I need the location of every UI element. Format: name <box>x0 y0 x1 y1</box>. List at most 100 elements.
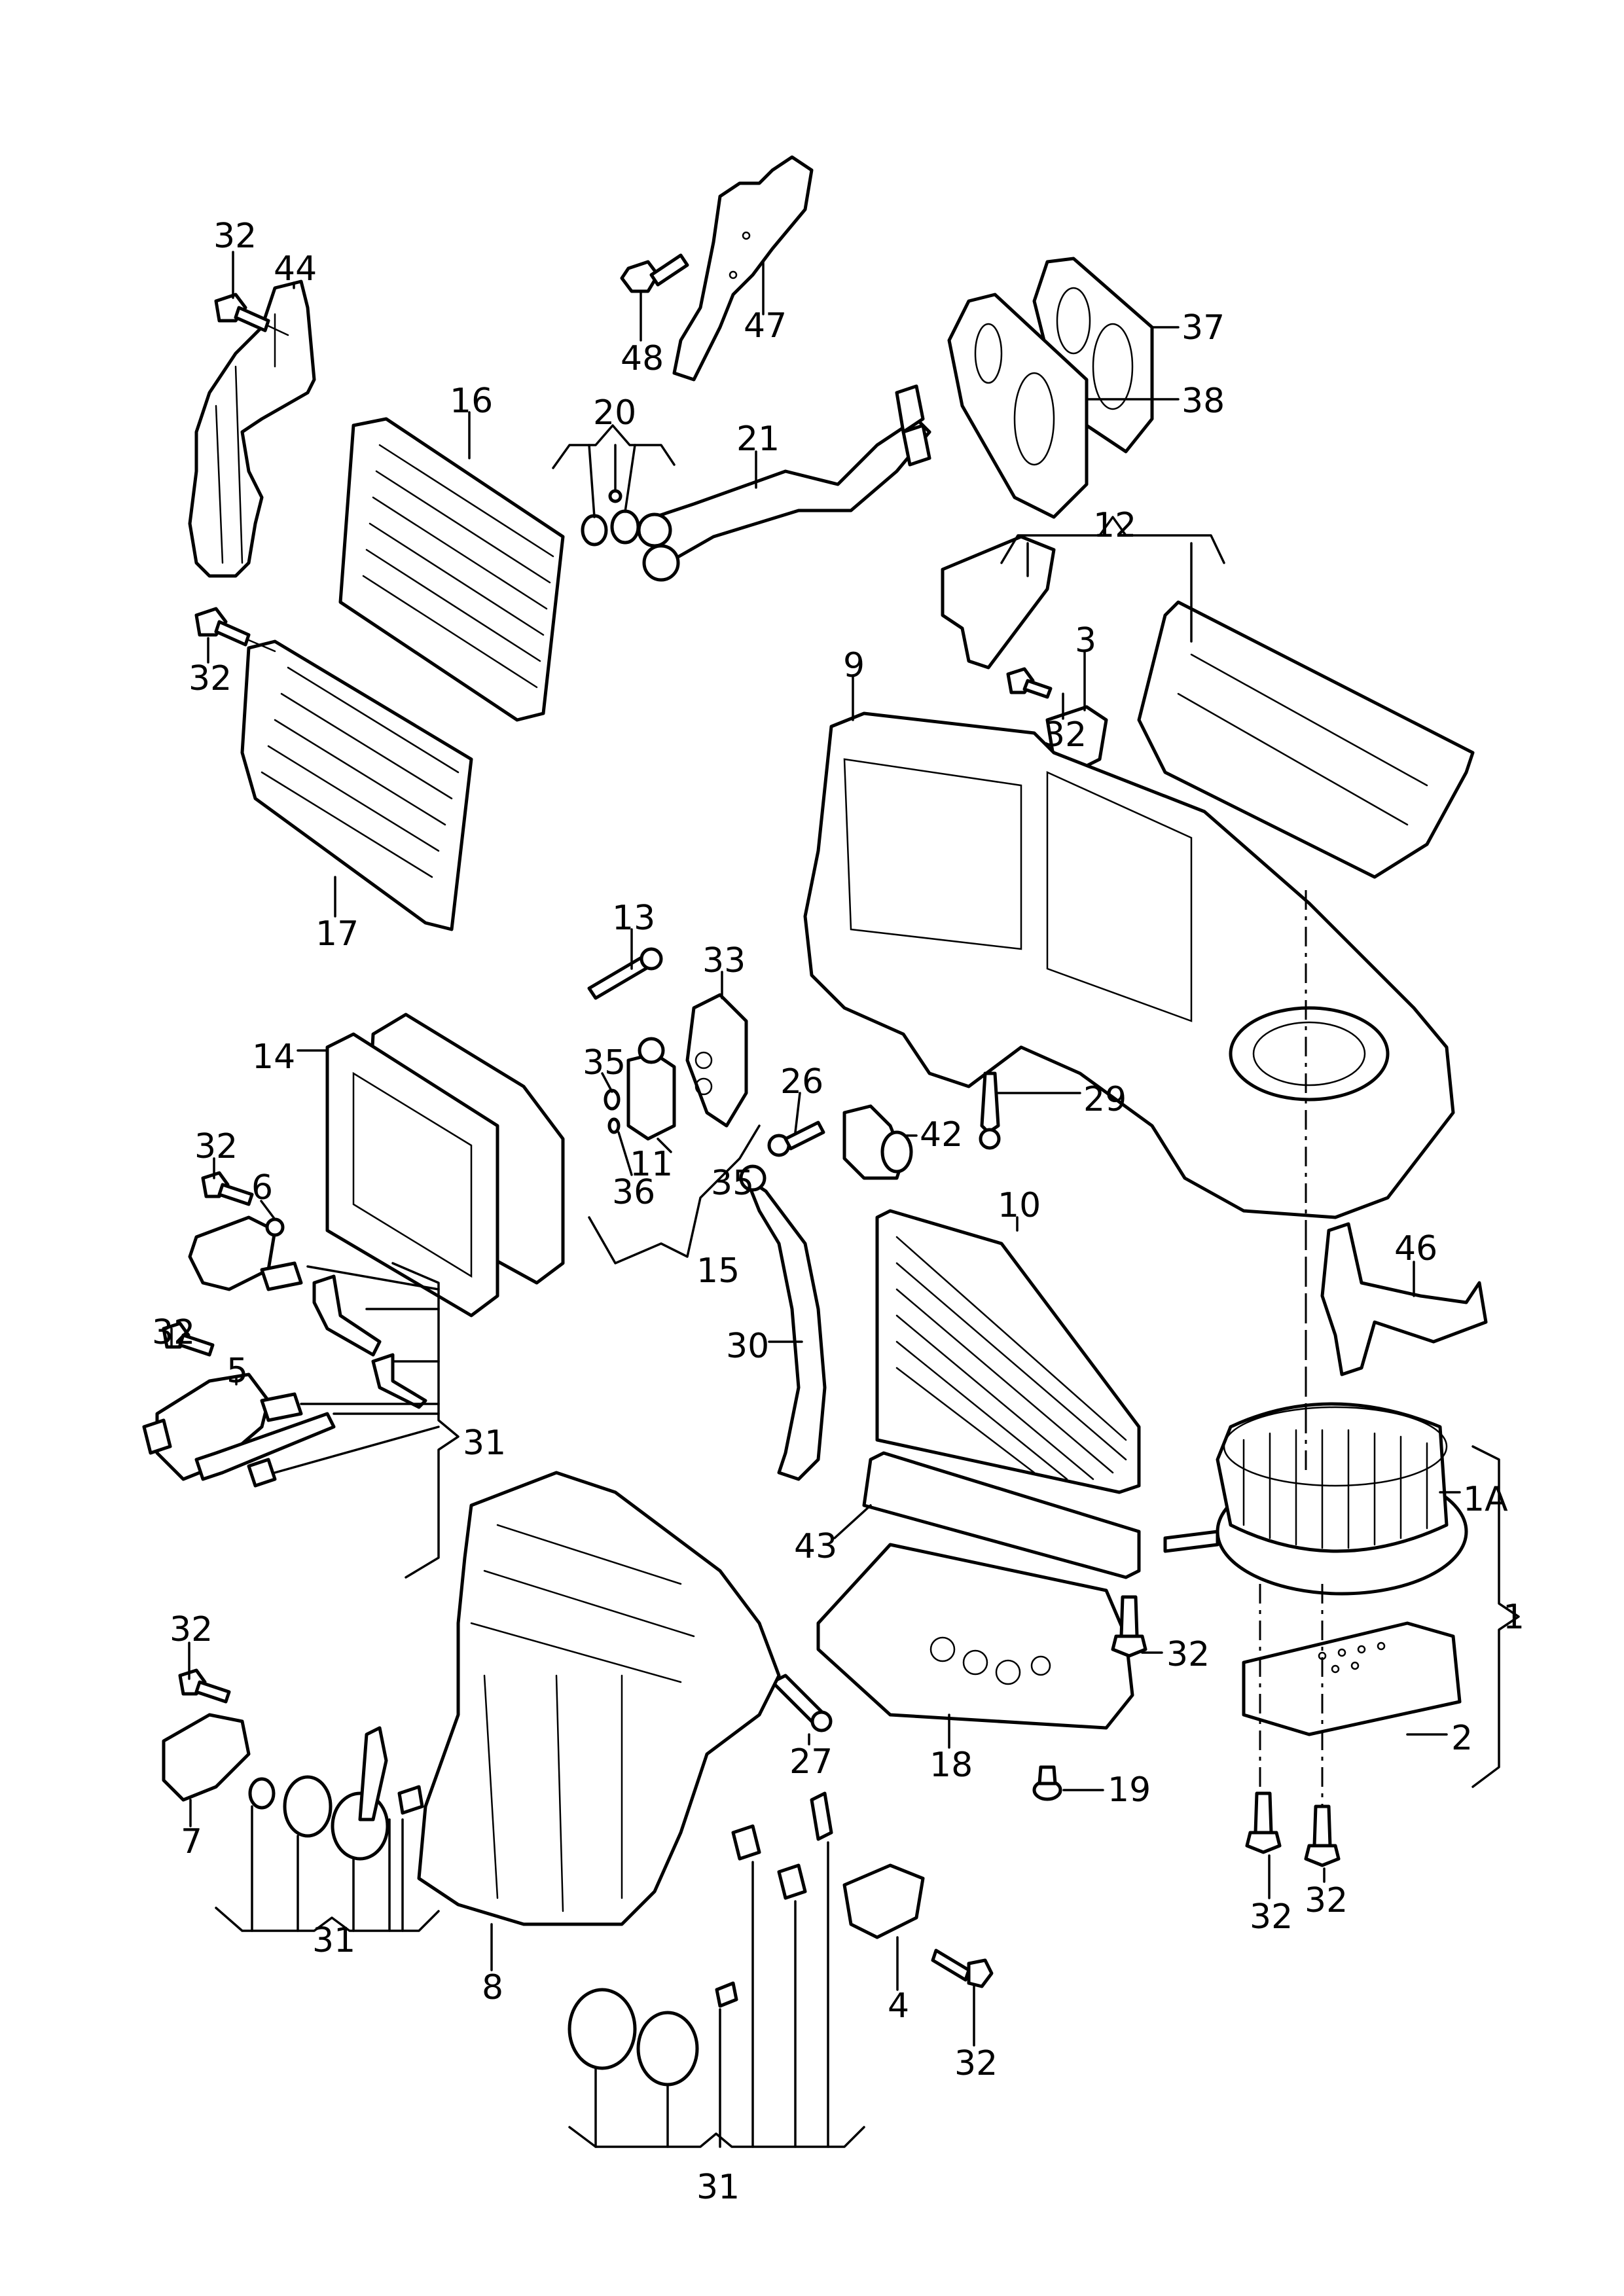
part-13-bolt <box>587 947 663 1000</box>
callout-27: 27 <box>789 1742 833 1782</box>
part-19-grommet <box>1032 1765 1062 1801</box>
callout-33: 33 <box>702 941 746 980</box>
callout-30: 30 <box>726 1327 769 1366</box>
part-16-heat-exchanger <box>338 417 565 722</box>
callout-26: 26 <box>780 1062 823 1102</box>
part-27-sensor <box>770 1674 833 1732</box>
screw-32 <box>1245 1791 1282 1854</box>
callout-2: 2 <box>1451 1719 1473 1758</box>
bracket-31-c-leader <box>568 1841 865 2148</box>
part-12-air-distribution-housing <box>941 535 1475 879</box>
callout-47: 47 <box>744 306 787 346</box>
callout-15: 15 <box>696 1251 740 1291</box>
part-21-heater-pipe <box>637 384 931 582</box>
callout-29: 29 <box>1083 1080 1127 1119</box>
part-18-drain-tray <box>816 1543 1134 1730</box>
callout-20: 20 <box>593 393 636 433</box>
callout-16: 16 <box>450 382 493 421</box>
part-4-actuator <box>842 1863 925 1939</box>
part-31-linkage-set-a <box>194 1261 427 1488</box>
callout-labels: 32 44 48 47 37 38 16 20 21 12 3 9 32 32 … <box>152 217 1525 2207</box>
bracket-31-a-leader <box>274 1262 460 1579</box>
callout-32: 32 <box>1250 1897 1293 1937</box>
callout-9: 9 <box>843 646 865 685</box>
part-30-drain-hose <box>739 1164 827 1481</box>
screw-32 <box>201 1171 254 1206</box>
bracket-1-leader <box>1471 1445 1520 1788</box>
callout-21: 21 <box>736 420 780 459</box>
callout-19: 19 <box>1108 1770 1151 1810</box>
part-31-linkage-set-c <box>568 1791 833 2087</box>
part-43-filter-cover <box>862 1451 1141 1579</box>
part-46-bracket <box>1320 1222 1488 1376</box>
callout-32: 32 <box>954 2044 998 2083</box>
part-38-gasket <box>947 293 1089 519</box>
part-2-blower-resistor <box>1242 1621 1462 1736</box>
callout-31: 31 <box>463 1424 506 1463</box>
callout-48: 48 <box>621 339 664 378</box>
callout-44: 44 <box>274 249 317 289</box>
callout-4: 4 <box>888 1986 909 2026</box>
part-1A-blower-fan <box>1163 1402 1468 1596</box>
part-14-evaporator <box>325 1013 565 1318</box>
callout-7: 7 <box>181 1822 202 1861</box>
callout-17: 17 <box>316 914 359 954</box>
part-10-pollen-filter <box>875 1209 1141 1494</box>
callout-31: 31 <box>696 2168 740 2207</box>
part-36-o-ring <box>607 1117 621 1134</box>
part-48-bolt <box>620 253 689 293</box>
screw-32 <box>162 1321 215 1357</box>
callout-18: 18 <box>929 1746 973 1785</box>
callout-35: 35 <box>711 1164 754 1203</box>
part-9-hvac-housing <box>803 711 1455 1219</box>
bracket-31-b-leader <box>215 1805 440 1932</box>
callout-5: 5 <box>226 1352 248 1391</box>
part-31-linkage-set-b <box>248 1726 424 1861</box>
callout-8: 8 <box>482 1968 503 2007</box>
callout-37: 37 <box>1182 308 1225 348</box>
part-26-bolt <box>767 1121 825 1157</box>
callout-32: 32 <box>1166 1635 1210 1674</box>
part-5-actuator <box>142 1372 270 1481</box>
callout-32: 32 <box>213 217 257 256</box>
callout-36: 36 <box>612 1173 655 1212</box>
part-17-evaporator-frame <box>240 639 473 931</box>
callout-35: 35 <box>583 1043 626 1083</box>
callout-46: 46 <box>1394 1229 1437 1268</box>
callout-32: 32 <box>189 659 232 698</box>
screw-32 <box>931 1948 994 1988</box>
callout-14: 14 <box>252 1037 295 1077</box>
part-42-connector <box>842 1104 913 1180</box>
screw-32 <box>1304 1804 1341 1867</box>
part-37-seal <box>1032 257 1154 454</box>
part-33-cover <box>685 993 748 1128</box>
part-47-mounting-bracket <box>672 155 814 382</box>
callout-31: 31 <box>312 1921 355 1960</box>
leader-lines <box>170 251 1461 2047</box>
part-8-lower-housing <box>417 1471 781 1926</box>
callout-13: 13 <box>612 899 655 938</box>
screw-32 <box>1111 1595 1147 1658</box>
part-20-seal-and-clamp <box>581 489 640 547</box>
callout-32: 32 <box>152 1313 195 1352</box>
screw-32 <box>178 1668 231 1704</box>
part-11-expansion-valve <box>626 1037 676 1141</box>
screw-32 <box>1006 667 1053 699</box>
callout-11: 11 <box>630 1145 673 1184</box>
part-7-actuator <box>162 1713 251 1802</box>
callout-1: 1 <box>1503 1598 1525 1637</box>
callout-32: 32 <box>1043 715 1087 755</box>
callout-32: 32 <box>1305 1881 1348 1920</box>
part-29-sensor <box>979 1071 1001 1150</box>
callout-32: 32 <box>194 1127 238 1166</box>
callout-6: 6 <box>251 1168 273 1208</box>
callout-3: 3 <box>1075 621 1096 660</box>
callout-1A: 1A <box>1463 1480 1508 1519</box>
callout-32: 32 <box>170 1610 213 1649</box>
part-6-actuator <box>188 1215 285 1291</box>
screw-32 <box>194 607 276 653</box>
callout-10: 10 <box>998 1186 1041 1225</box>
part-44-air-duct-bracket <box>188 279 316 578</box>
callout-12: 12 <box>1093 506 1136 545</box>
